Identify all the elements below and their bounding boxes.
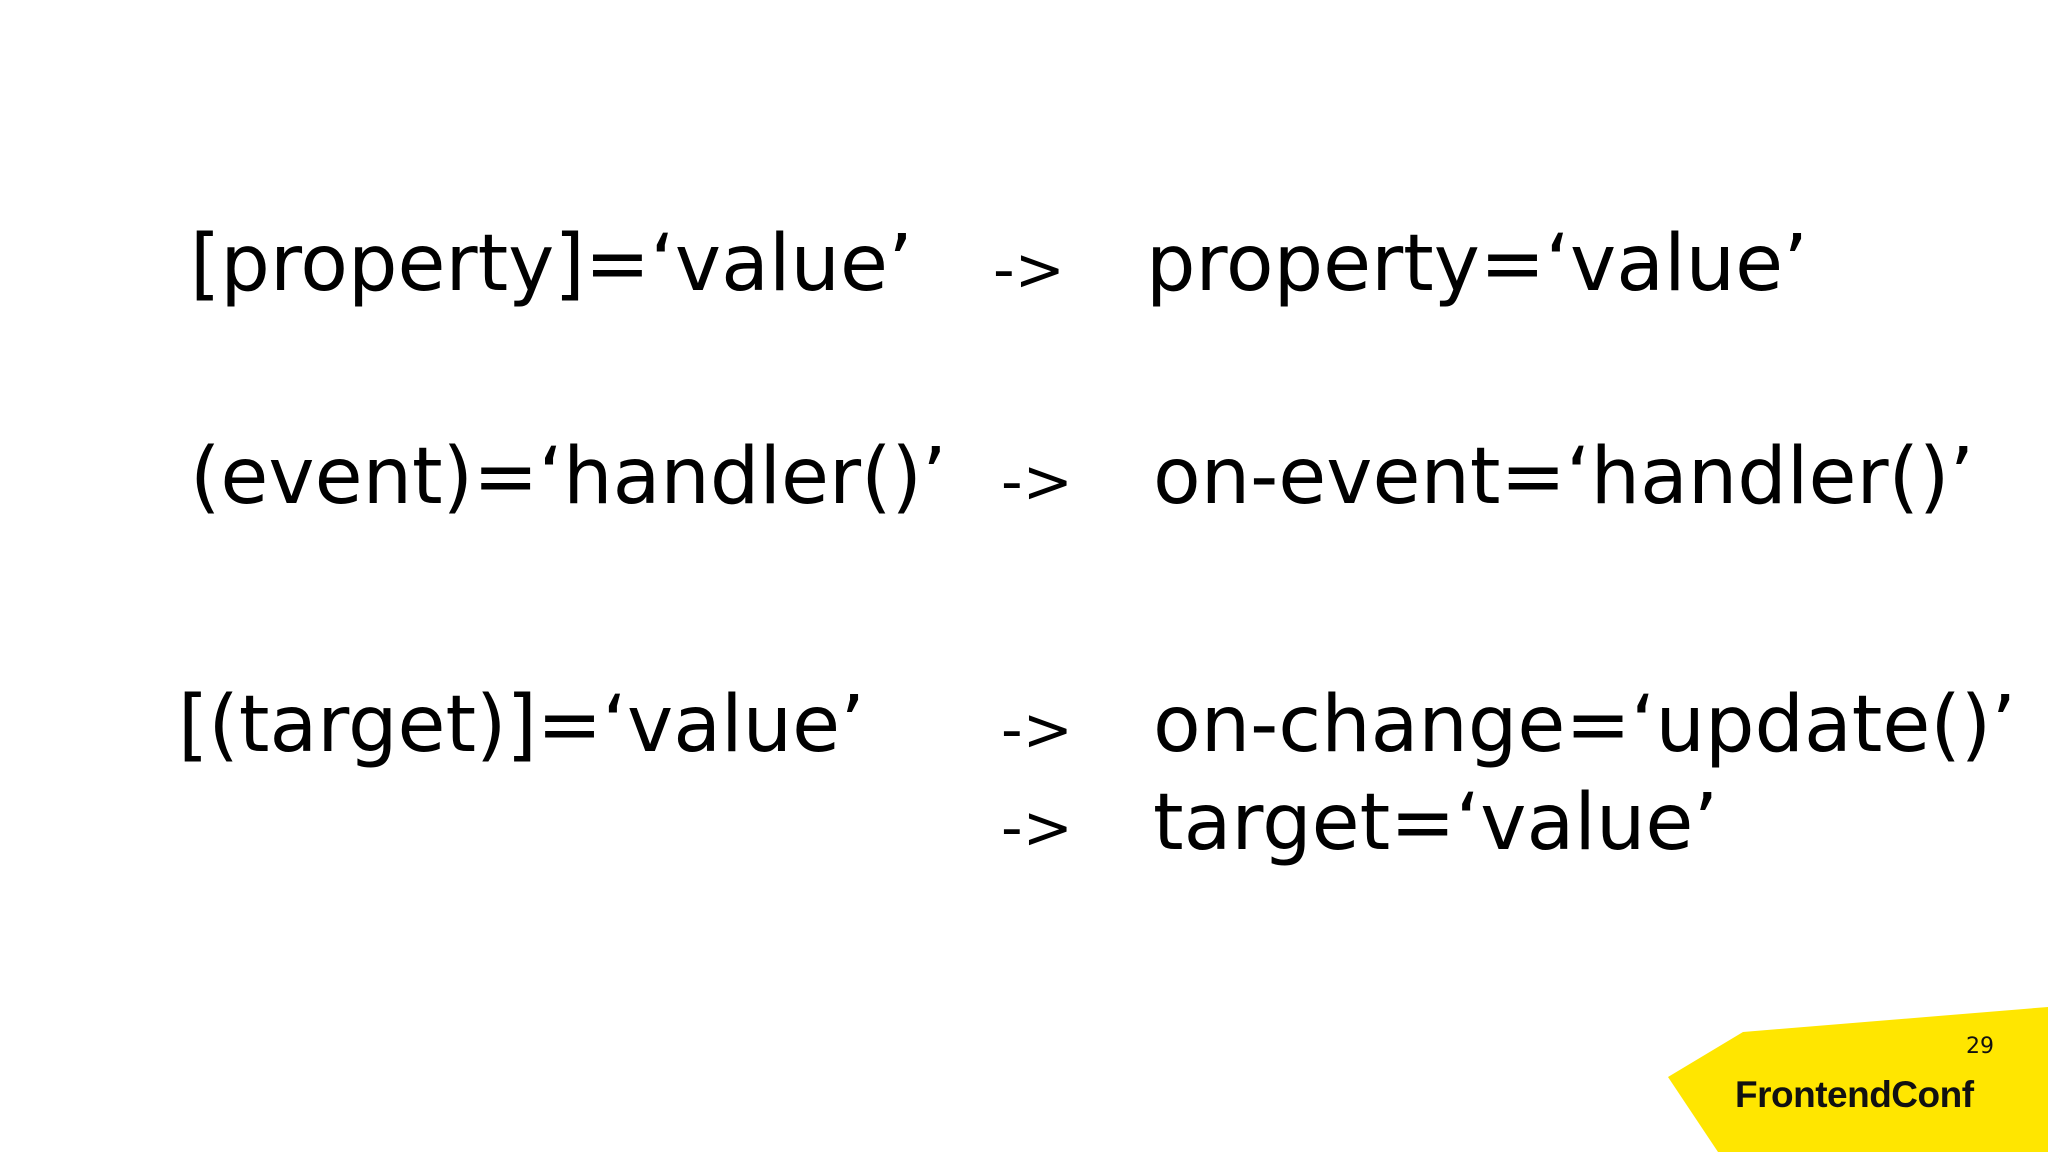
arrow-row-3: -> bbox=[1001, 695, 1073, 765]
page-number: 29 bbox=[1966, 1034, 1994, 1059]
binding-result-property: property=‘value’ bbox=[1146, 219, 1808, 309]
brand-logo-text: FrontendConf bbox=[1735, 1074, 1974, 1115]
binding-result-target: target=‘value’ bbox=[1153, 778, 1719, 868]
arrow-row-2: -> bbox=[1001, 447, 1073, 517]
binding-syntax-event: (event)=‘handler()’ bbox=[190, 432, 947, 522]
brand-yellow-polygon bbox=[1668, 1007, 2048, 1152]
binding-result-event: on-event=‘handler()’ bbox=[1153, 432, 1975, 522]
brand-corner-shape bbox=[1668, 1007, 2048, 1152]
arrow-row-4: -> bbox=[1001, 793, 1073, 863]
binding-syntax-two-way: [(target)]=‘value’ bbox=[178, 680, 865, 770]
binding-result-on-change: on-change=‘update()’ bbox=[1153, 680, 2016, 770]
arrow-row-1: -> bbox=[993, 235, 1065, 305]
binding-syntax-property: [property]=‘value’ bbox=[190, 219, 913, 309]
